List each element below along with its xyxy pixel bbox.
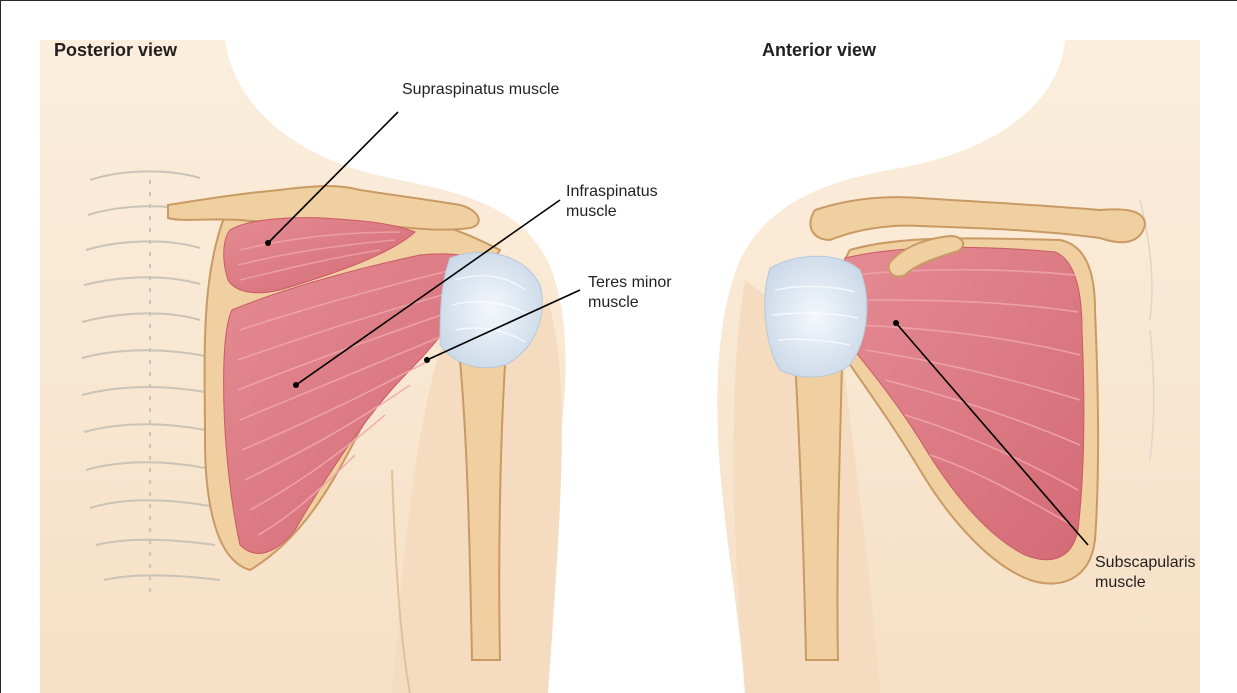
- posterior-view-figure: [40, 40, 566, 693]
- label-teres-minor: Teres minor muscle: [588, 273, 672, 313]
- label-subscapularis: Subscapularis muscle: [1095, 553, 1196, 593]
- anterior-view-figure: [717, 40, 1200, 693]
- anterior-view-heading: Anterior view: [762, 40, 876, 61]
- label-supraspinatus: Supraspinatus muscle: [402, 80, 559, 100]
- posterior-view-heading: Posterior view: [54, 40, 177, 61]
- label-infraspinatus: Infraspinatus muscle: [566, 182, 658, 222]
